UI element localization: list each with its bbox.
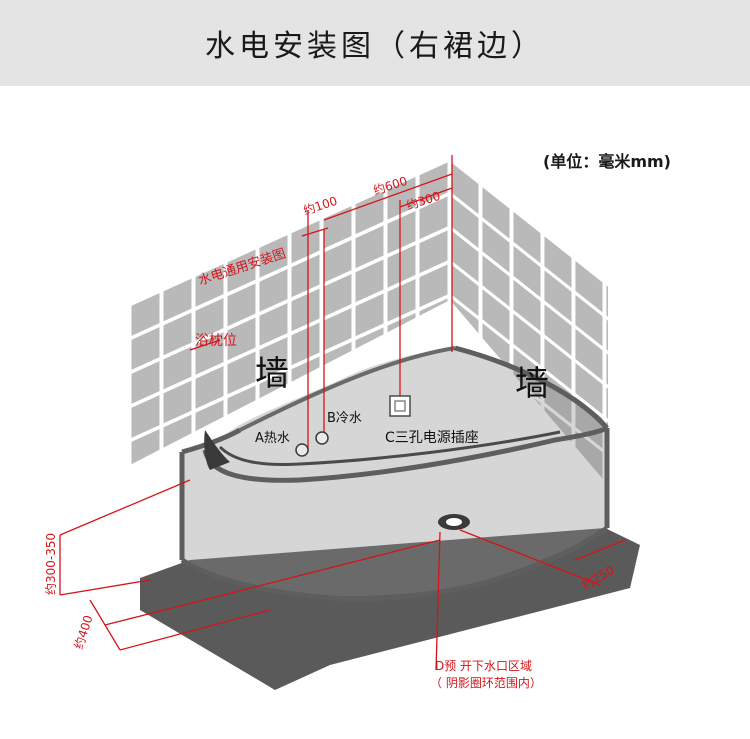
dimension-lines <box>59 155 626 671</box>
pillow-label: 浴枕位 <box>195 333 237 349</box>
dim-400: 约400 <box>71 613 96 651</box>
hot-water-label: A热水 <box>255 431 290 446</box>
title-bar: 水电安装图（右裙边） <box>0 0 750 86</box>
cold-water-outlet <box>315 431 329 445</box>
socket-label: C三孔电源插座 <box>385 430 479 446</box>
hot-water-outlet <box>295 443 309 457</box>
unit-note: (单位：毫米mm) <box>543 152 671 171</box>
dim-height: 约300-350 <box>43 533 58 595</box>
socket-icon <box>389 395 411 417</box>
drain-label-line1: D预 开下水口区域 <box>435 659 532 673</box>
drain-label-line2: （ 阴影圈环范围内） <box>430 676 542 690</box>
drain-icon <box>446 518 462 526</box>
wall-right-label: 墙 <box>515 364 549 404</box>
page-title: 水电安装图（右裙边） <box>205 29 545 64</box>
pillow-shape <box>204 430 230 470</box>
wall-left-label: 墙 <box>255 354 289 394</box>
bathtub <box>179 345 610 602</box>
floor-slab <box>140 528 640 690</box>
cold-water-label: B冷水 <box>327 411 362 426</box>
